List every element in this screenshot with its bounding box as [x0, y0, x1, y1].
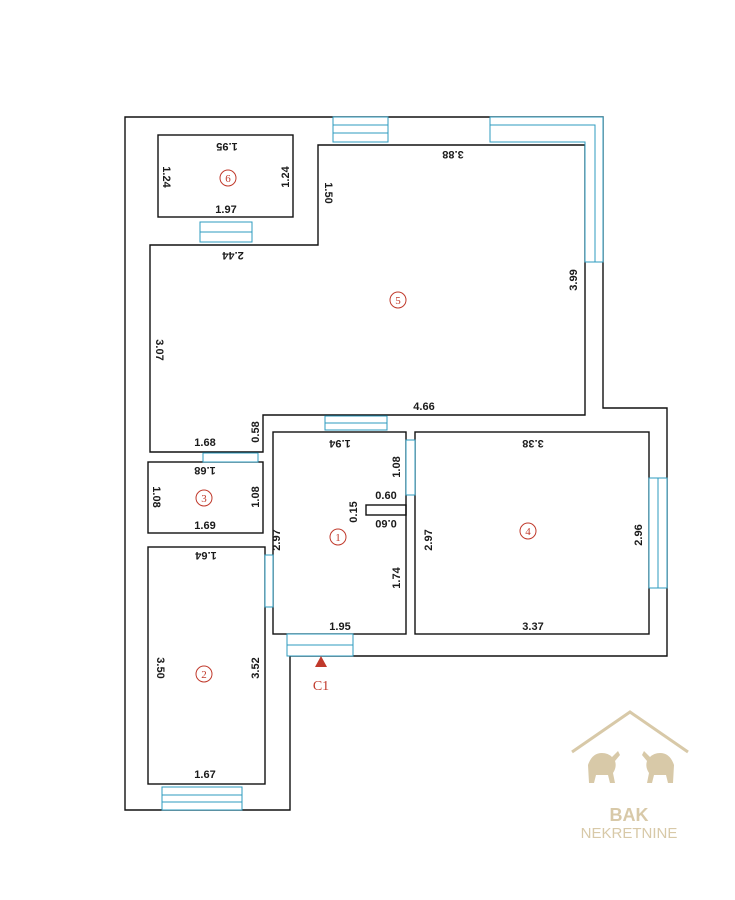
dim-r1-left: 2.97: [271, 529, 283, 550]
dim-r1-small-v: 1.08: [391, 456, 403, 477]
dim-r5-right: 3.99: [568, 269, 580, 290]
dim-r6-right: 1.24: [280, 165, 292, 187]
window-room6-door: [199, 221, 253, 243]
entrance-arrow-icon: [315, 656, 327, 667]
dim-r1-stub-top: 0.60: [375, 490, 396, 502]
room-5-number: 5: [395, 295, 401, 307]
window-top-left: [332, 116, 389, 143]
room-4-number: 4: [525, 526, 531, 538]
dim-r1-stub-v: 0.15: [348, 501, 360, 522]
window-top-right: [489, 116, 604, 263]
dim-r1-bottom: 1.95: [329, 621, 350, 633]
entrance-label: C1: [313, 679, 329, 694]
dim-r3-right: 1.08: [250, 486, 262, 507]
dim-r1-top: 1.94: [328, 437, 350, 449]
dim-r5-bottom: 4.66: [413, 401, 434, 413]
room-1-marker: 1: [329, 528, 347, 546]
bull-and-bear-icon: [588, 751, 674, 783]
dim-r6-left: 1.24: [160, 166, 172, 188]
dim-r1-lower-v: 1.74: [391, 566, 403, 588]
dim-r2-bottom: 1.67: [194, 769, 215, 781]
room-4-marker: 4: [519, 522, 537, 540]
dim-r4-top: 3.38: [522, 437, 543, 449]
dim-r3-left: 1.08: [150, 486, 162, 507]
window-bottom: [161, 786, 243, 811]
room-3-marker: 3: [195, 489, 213, 507]
room-3-number: 3: [201, 493, 207, 505]
logo-brand: BAK: [610, 805, 649, 825]
room-6-number: 6: [225, 173, 231, 185]
dim-r3-bottom: 1.69: [194, 520, 215, 532]
window-room4-right: [648, 477, 668, 589]
dim-r5-left: 3.07: [153, 339, 165, 360]
dim-r5-top-left: 2.44: [221, 249, 243, 261]
room-4-outline: [414, 431, 650, 635]
dim-r4-right: 2.96: [633, 524, 645, 545]
dim-r2-left: 3.50: [154, 657, 166, 678]
room-5-marker: 5: [389, 291, 407, 309]
window-room2-door: [264, 554, 274, 608]
dim-r1-stub-bottom: 0.60: [375, 517, 396, 529]
logo-subtitle: NEKRETNINE: [581, 825, 678, 842]
room-6-outline: [157, 134, 294, 218]
room-2-marker: 2: [195, 665, 213, 683]
dim-r3-top: 1.68: [194, 464, 215, 476]
room-2-number: 2: [201, 669, 207, 681]
entrance-door: [286, 633, 354, 657]
room-1-number: 1: [335, 532, 341, 544]
dim-r5-notch: 0.58: [250, 421, 262, 442]
room-1-stub: [365, 504, 407, 516]
dim-r4-left: 2.97: [423, 529, 435, 550]
dim-r6-bottom: 1.97: [215, 204, 236, 216]
dim-r5-left-upper: 1.50: [322, 182, 334, 203]
window-room4-door: [405, 439, 416, 496]
window-room3-top: [202, 452, 259, 463]
dim-r5-top: 3.88: [442, 148, 463, 160]
roof-icon: [571, 710, 689, 754]
room-5-outline: [149, 144, 586, 453]
dim-r4-bottom: 3.37: [522, 621, 543, 633]
room-6-marker: 6: [219, 169, 237, 187]
watermark-logo: BAK NEKRETNINE: [571, 710, 689, 842]
dim-r2-right: 3.52: [250, 657, 262, 678]
dim-r6-top: 1.95: [216, 140, 237, 152]
dim-r5-bottom-left: 1.68: [194, 437, 215, 449]
window-room5-bottom: [324, 415, 388, 431]
dim-r2-top: 1.64: [194, 549, 216, 561]
room-2-outline: [147, 546, 266, 785]
